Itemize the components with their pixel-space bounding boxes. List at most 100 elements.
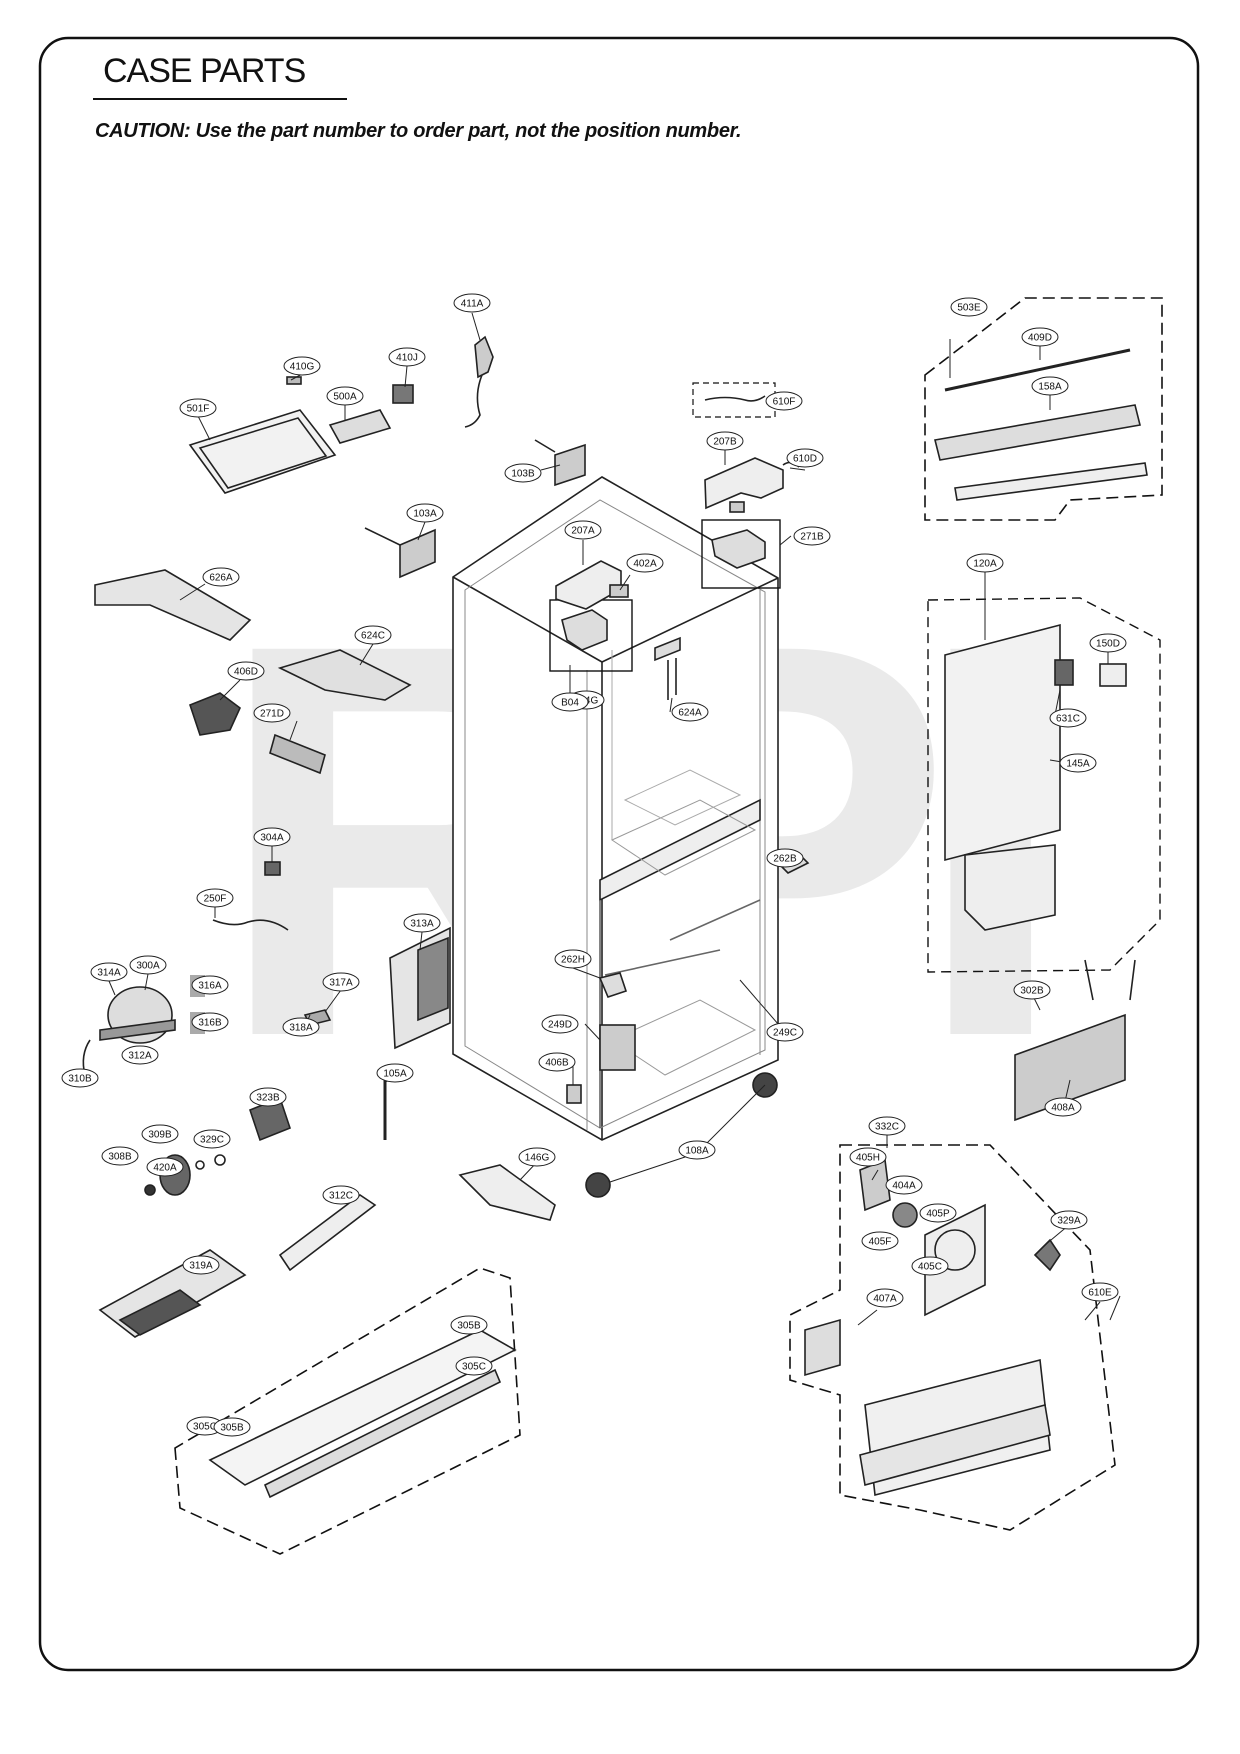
callout-bubble: 624C [354,625,392,645]
callout-bubble: 312A [121,1045,159,1065]
callout-label: 108A [685,1146,709,1157]
evaporator-302b [1014,1013,1126,1122]
part-146g [458,1164,556,1221]
callout-label: 317A [329,978,353,989]
callout-oval [861,1231,899,1251]
callout-label: 150D [1096,639,1120,650]
callout-label: 304A [260,833,284,844]
callout-oval [1031,376,1069,396]
callout-label: 624C [361,631,385,642]
callout-bubble: 262H [554,949,592,969]
callout-bubble: 610E [1081,1282,1119,1302]
callout-label: 323B [256,1093,280,1104]
callout-label: 249C [773,1028,797,1039]
callout-bubble: 329A [1050,1210,1088,1230]
callout-bubble: 314A [90,962,128,982]
callout-bubble: 323B [249,1087,287,1107]
callout-oval [786,448,824,468]
callout-bubble: 262B [766,848,804,868]
callout-label: 406D [234,667,258,678]
callout-label: 410G [290,362,315,373]
callout-bubble: 404A [885,1175,923,1195]
callout-oval [406,503,444,523]
callout-oval [282,1017,320,1037]
fan-dashed-box [789,1144,1116,1531]
callout-oval [765,391,803,411]
callout-label: 610F [773,397,796,408]
callout-label: 120A [973,559,997,570]
callout-bubble: 271B [793,526,831,546]
callout-oval [866,1288,904,1308]
callout-bubble: 207A [564,520,602,540]
callout-oval [191,975,229,995]
callout-label: 262B [773,854,797,865]
callout-label: 145A [1066,759,1090,770]
callout-label: 405P [926,1209,950,1220]
callout-bubble: 207B [706,431,744,451]
callout-bubble: 146G [518,1147,556,1167]
callout-oval [706,431,744,451]
callout-bubble: 309B [141,1124,179,1144]
callout-bubble: 305C [186,1416,224,1436]
callout-label: 410J [396,353,418,364]
callout-bubble: 103B [504,463,542,483]
callout-oval [129,955,167,975]
callout-label: 405H [856,1153,880,1164]
callout-bubble: 610D [786,448,824,468]
callout-bubble: 501F [179,398,217,418]
hinge-box-right [701,519,781,589]
callout-bubble: 408A [1044,1097,1082,1117]
title-underline [93,98,347,100]
callout-oval [849,1147,887,1167]
part-626a [94,569,252,641]
callout-label: 402A [633,559,657,570]
callout-label: 408A [1051,1103,1075,1114]
callout-bubble: 310B [61,1068,99,1088]
callout-oval [322,972,360,992]
callout-label: 207B [713,437,737,448]
callout-label: 305B [457,1321,481,1332]
pcb-500a [328,409,392,444]
callout-label: 318A [289,1023,313,1034]
callout-label: 312A [128,1051,152,1062]
callout-label: 631C [1056,714,1080,725]
callout-oval [868,1116,906,1136]
callout-oval [213,1417,251,1437]
callout-label: 405C [918,1262,942,1273]
callout-bubble: 405C [911,1256,949,1276]
callout-bubble: 302B [1013,980,1051,1000]
callout-oval [202,567,240,587]
part-624a [269,733,326,775]
callout-bubble: 250F [196,888,234,908]
callout-oval [253,703,291,723]
callout-oval [766,1022,804,1042]
fan-shroud [924,1203,986,1317]
callout-oval [1050,1210,1088,1230]
callout-oval [541,1014,579,1034]
callout-bubble: 407A [866,1288,904,1308]
callout-bubble: 316A [191,975,229,995]
callout-oval [1059,753,1097,773]
callout-oval [191,1012,229,1032]
callout-label: 310B [68,1074,92,1085]
callout-bubble: 406B [538,1052,576,1072]
callout-bubble: 249D [541,1014,579,1034]
callout-bubble: 150D [1089,633,1127,653]
callout-bubble: 105A [376,1063,414,1083]
wire-box-610f [692,382,776,418]
callout-oval [919,1203,957,1223]
callout-oval [90,962,128,982]
callout-label: 411A [461,299,484,310]
callout-bubble: 120A [966,553,1004,573]
callout-label: 158A [1038,382,1062,393]
callout-bubble: 249C [766,1022,804,1042]
callout-bubble: 312C [322,1185,360,1205]
part-624c [277,649,412,701]
callout-label: 624A [678,708,702,719]
callout-bubble: 405P [919,1203,957,1223]
callout-label: 262H [561,955,585,966]
callout-bubble: 318A [282,1017,320,1037]
callout-label: 406B [545,1058,569,1069]
callout-oval [141,1124,179,1144]
callout-bubble: 305B [450,1315,488,1335]
